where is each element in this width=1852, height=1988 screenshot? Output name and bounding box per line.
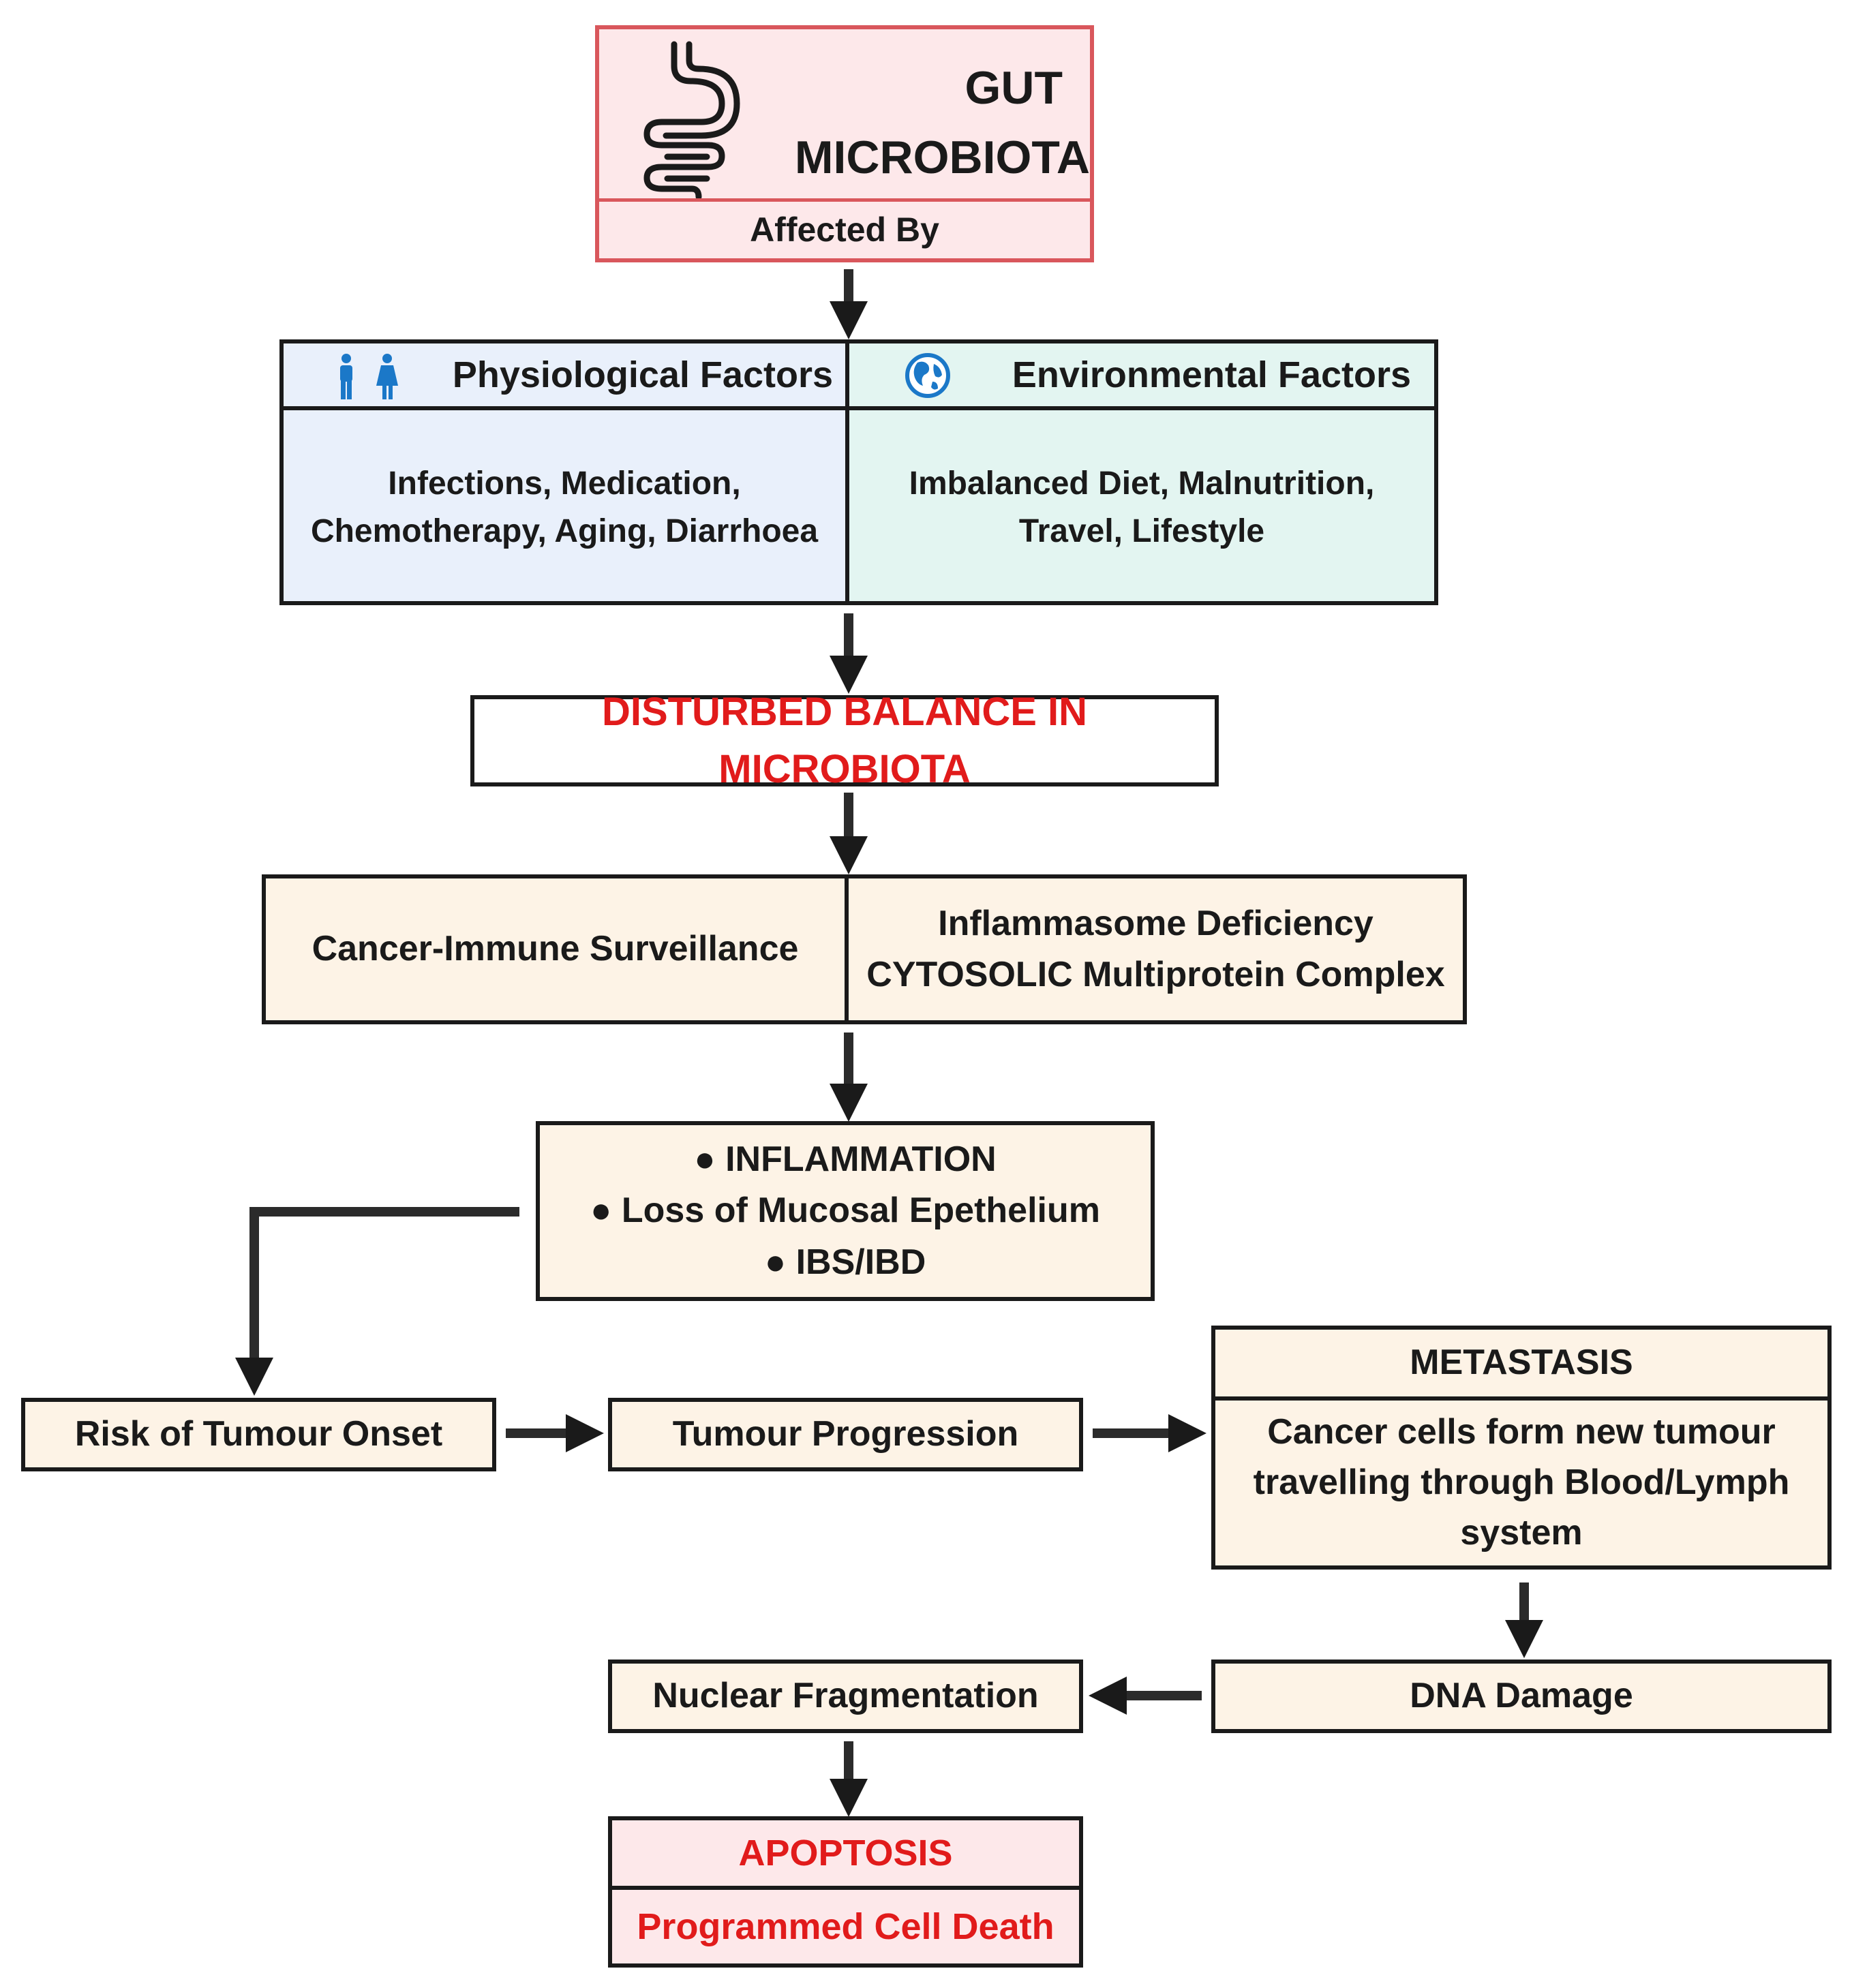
cancer-immune-surveillance: Cancer-Immune Surveillance [312,929,799,969]
physiological-items: Infections, Medication, Chemotherapy, Ag… [284,410,845,605]
arrow-inflammation-to-risk [235,1207,519,1396]
inflammasome-line2: CYTOSOLIC Multiprotein Complex [866,955,1445,994]
dna-damage-box: DNA Damage [1211,1660,1832,1733]
metastasis-divider [1215,1396,1827,1401]
apoptosis-header: APOPTOSIS [738,1832,953,1874]
tumour-progression-box: Tumour Progression [608,1398,1083,1471]
environmental-header: Environmental Factors [1012,354,1411,395]
metastasis-box: METASTASIS Cancer cells form new tumour … [1211,1326,1832,1570]
gut-title-line1: GUT [965,61,1063,114]
factors-divider-vertical [845,343,849,601]
immune-divider-vertical [845,878,849,1020]
intestine-icon [626,39,749,202]
gut-microbiota-box: GUT MICROBIOTA Affected By [595,25,1094,262]
environmental-items: Imbalanced Diet, Malnutrition, Travel, L… [849,410,1434,605]
risk-tumour-onset-label: Risk of Tumour Onset [74,1414,443,1454]
metastasis-line2: travelling through Blood/Lymph [1253,1463,1790,1503]
gut-subtitle: Affected By [750,211,939,249]
people-icon [331,353,406,401]
nuclear-fragmentation-label: Nuclear Fragmentation [652,1676,1039,1716]
gut-title-line2: MICROBIOTA [794,131,1090,183]
environmental-items-line2: Travel, Lifestyle [1018,513,1265,549]
inflammation-box: ● INFLAMMATION ● Loss of Mucosal Epethel… [536,1121,1155,1301]
apoptosis-label: Programmed Cell Death [637,1906,1054,1947]
ibs-ibd-item: ● IBS/IBD [764,1242,926,1282]
mucosal-item: ● Loss of Mucosal Epethelium [590,1191,1100,1231]
inflammation-list: ● INFLAMMATION ● Loss of Mucosal Epethel… [540,1125,1151,1297]
tumour-progression-label: Tumour Progression [672,1414,1019,1454]
risk-tumour-onset-box: Risk of Tumour Onset [21,1398,496,1471]
inflammasome-line1: Inflammasome Deficiency [938,903,1373,943]
factors-divider-horizontal [284,406,1434,410]
disturbed-balance-box: DISTURBED BALANCE IN MICROBIOTA [470,690,1219,791]
physiological-items-line1: Infections, Medication, [388,465,741,502]
environmental-items-line1: Imbalanced Diet, Malnutrition, [909,465,1375,502]
inflammation-item: ● INFLAMMATION [694,1139,997,1179]
gut-divider [599,198,1090,202]
metastasis-header: METASTASIS [1410,1343,1633,1383]
immune-box: Cancer-Immune Surveillance Inflammasome … [262,874,1467,1024]
metastasis-description: Cancer cells form new tumour travelling … [1215,1401,1827,1565]
apoptosis-divider [612,1886,1079,1890]
inflammasome-text: Inflammasome Deficiency CYTOSOLIC Multip… [849,878,1463,1020]
nuclear-fragmentation-box: Nuclear Fragmentation [608,1660,1083,1733]
globe-icon [904,352,952,399]
metastasis-line1: Cancer cells form new tumour [1267,1412,1776,1452]
physiological-header: Physiological Factors [452,354,833,395]
apoptosis-box: APOPTOSIS Programmed Cell Death [608,1816,1083,1968]
physiological-items-line2: Chemotherapy, Aging, Diarrhoea [310,513,819,549]
dna-damage-label: DNA Damage [1410,1676,1633,1716]
metastasis-line3: system [1460,1512,1583,1553]
factors-box: Physiological Factors Infections, Medica… [279,339,1438,605]
